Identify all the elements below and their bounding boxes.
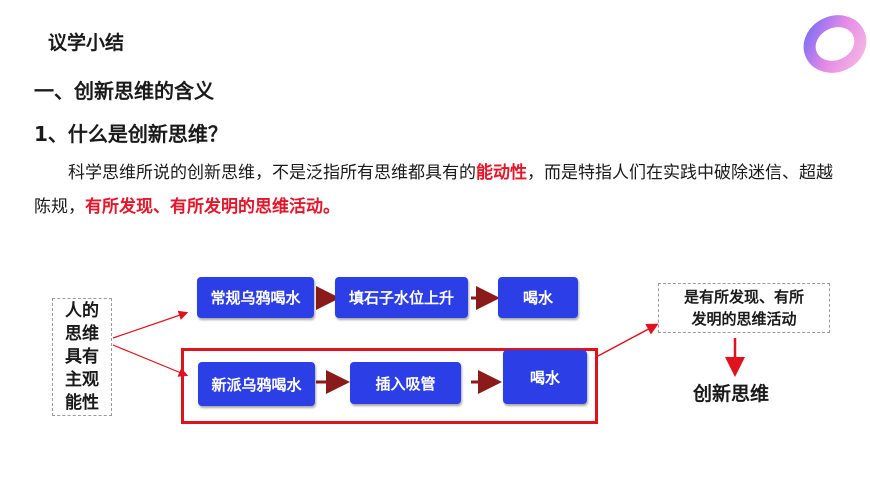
definition-paragraph: 科学思维所说的创新思维，不是泛指所有思维都具有的能动性，而是特指人们在实践中破除… xyxy=(34,156,834,224)
left-label-line: 能性 xyxy=(65,392,99,413)
box-fill-stones: 填石子水位上升 xyxy=(335,277,468,318)
box-conventional-crow: 常规乌鸦喝水 xyxy=(197,277,314,318)
connector-to-row2 xyxy=(112,344,189,377)
box-drink-water-2: 喝水 xyxy=(503,350,587,404)
innovative-thinking-label: 创新思维 xyxy=(693,383,770,405)
highlight-agency: 能动性 xyxy=(476,163,527,183)
para-text-2: ，而是特指人们在实践中破除迷信、超越陈规， xyxy=(34,163,833,217)
human-thinking-label: 人的 思维 具有 主观 能性 xyxy=(52,298,112,416)
result-line: 发明的思维活动 xyxy=(691,310,797,328)
result-line: 是有所发现、有所 xyxy=(683,288,804,306)
left-label-line: 主观 xyxy=(65,369,99,390)
para-text-1: 科学思维所说的创新思维，不是泛指所有思维都具有的 xyxy=(68,163,476,183)
heading-meaning: 一、创新思维的含义 xyxy=(34,79,214,103)
box-new-crow: 新派乌鸦喝水 xyxy=(198,362,315,406)
section-title: 议学小结 xyxy=(48,32,125,54)
box-insert-straw: 插入吸管 xyxy=(350,362,461,404)
left-label-line: 具有 xyxy=(65,346,99,367)
left-label-line: 人的 xyxy=(65,300,99,321)
innovation-frame xyxy=(181,348,598,424)
frame-to-result-arrow xyxy=(597,323,659,357)
heading-question: 1、什么是创新思维？ xyxy=(34,122,228,146)
decorative-ring-icon xyxy=(803,15,867,73)
left-label-line: 思维 xyxy=(65,323,99,344)
result-definition-box: 是有所发现、有所 发明的思维活动 xyxy=(658,283,830,333)
box-drink-water-1: 喝水 xyxy=(498,277,578,318)
highlight-discovery: 有所发现、有所发明的思维活动。 xyxy=(85,197,340,217)
connector-to-row1 xyxy=(112,310,189,339)
